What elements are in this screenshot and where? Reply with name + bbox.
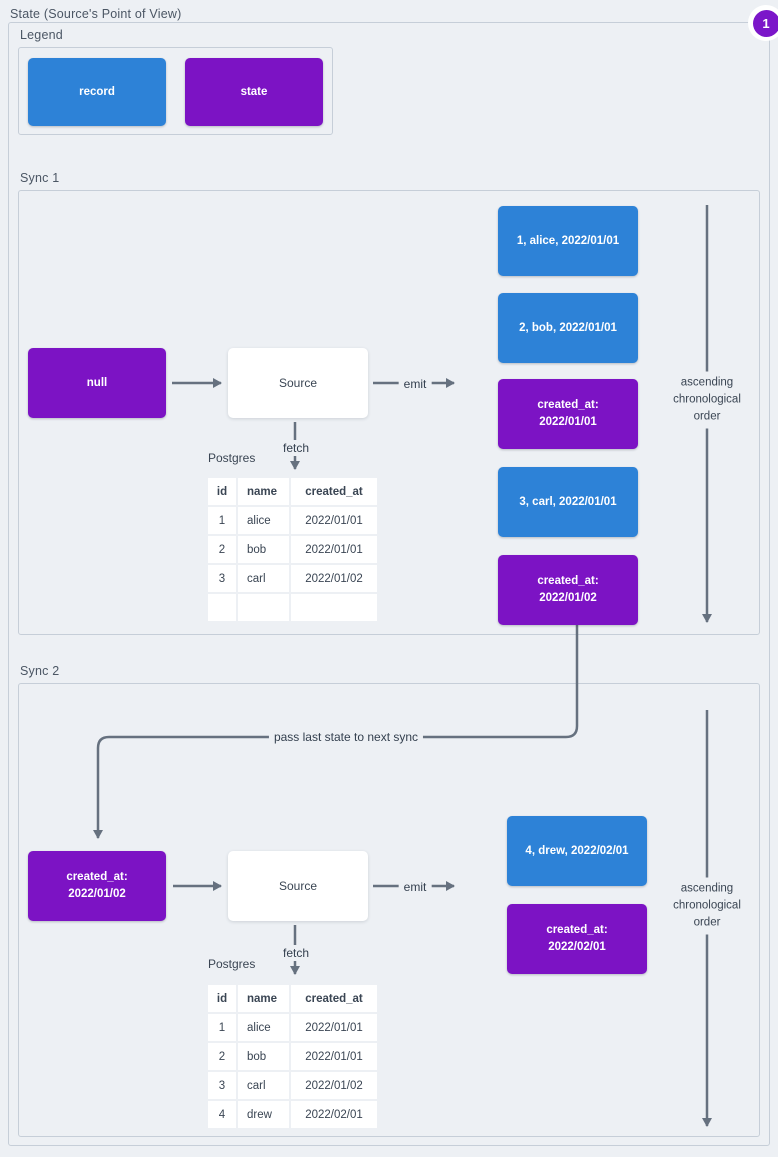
input-state-text-sync2: 2022/01/02 xyxy=(68,888,126,900)
record-text: 2, bob, 2022/01/01 xyxy=(519,321,617,334)
emit-label-sync1: emit xyxy=(398,376,432,392)
fetch-label-sync1: fetch xyxy=(277,440,315,456)
table-header-cell: name xyxy=(238,985,289,1012)
postgres-label-sync2: Postgres xyxy=(208,957,256,971)
record-box: 3, carl, 2022/01/01 xyxy=(498,467,638,537)
record-box: 1, alice, 2022/01/01 xyxy=(498,206,638,276)
input-state-box-sync2: created_at: 2022/01/02 xyxy=(28,851,166,921)
postgres-table-sync2: id name created_at 1 alice 2022/01/01 2 … xyxy=(208,985,377,1128)
ascending-order-note-sync1: ascending chronological order xyxy=(668,371,746,429)
source-box-sync2: Source xyxy=(228,851,368,921)
table-cell: 2022/02/01 xyxy=(291,1101,377,1128)
record-text: 3, carl, 2022/01/01 xyxy=(519,495,617,508)
state-box: created_at: 2022/01/02 xyxy=(498,555,638,625)
table-cell xyxy=(208,594,236,621)
input-state-text-sync2: created_at: xyxy=(66,871,128,883)
note-line: order xyxy=(693,410,721,423)
legend-record-swatch: record xyxy=(28,58,166,126)
note-line: ascending xyxy=(680,376,734,389)
table-cell: 2022/01/02 xyxy=(291,565,377,592)
table-cell: 3 xyxy=(208,565,236,592)
state-text: 2022/01/01 xyxy=(539,416,597,428)
outer-frame xyxy=(8,22,770,1146)
annotation-badge: 1 xyxy=(748,5,778,41)
source-box-sync1: Source xyxy=(228,348,368,418)
record-text: 1, alice, 2022/01/01 xyxy=(516,234,620,247)
note-line: chronological xyxy=(673,393,741,406)
record-box: 4, drew, 2022/02/01 xyxy=(507,816,647,886)
source-text-sync2: Source xyxy=(278,878,318,893)
page-title: State (Source's Point of View) xyxy=(10,7,182,21)
note-line: ascending xyxy=(680,882,734,895)
input-state-text-sync1: null xyxy=(86,376,108,389)
table-cell: 2022/01/01 xyxy=(291,1043,377,1070)
pass-state-label: pass last state to next sync xyxy=(268,729,424,745)
record-box: 2, bob, 2022/01/01 xyxy=(498,293,638,363)
fetch-label-sync2: fetch xyxy=(277,945,315,961)
table-cell: carl xyxy=(238,565,289,592)
state-box: created_at: 2022/01/01 xyxy=(498,379,638,449)
table-cell: 4 xyxy=(208,1101,236,1128)
table-cell: 3 xyxy=(208,1072,236,1099)
sync1-label: Sync 1 xyxy=(20,171,60,185)
table-cell: 2022/01/02 xyxy=(291,1072,377,1099)
table-cell xyxy=(291,594,377,621)
table-cell: 2022/01/01 xyxy=(291,1014,377,1041)
table-cell: bob xyxy=(238,1043,289,1070)
table-cell: alice xyxy=(238,1014,289,1041)
legend-label: Legend xyxy=(20,28,63,42)
table-header-cell: created_at xyxy=(291,478,377,505)
sync2-label: Sync 2 xyxy=(20,664,60,678)
note-line: chronological xyxy=(673,899,741,912)
state-text: created_at: xyxy=(537,575,599,587)
table-cell: 2 xyxy=(208,536,236,563)
state-text: 2022/01/02 xyxy=(539,592,597,604)
record-text: 4, drew, 2022/02/01 xyxy=(525,844,629,857)
table-header-cell: id xyxy=(208,985,236,1012)
postgres-table-sync1: id name created_at 1 alice 2022/01/01 2 … xyxy=(208,478,377,621)
table-cell: 2022/01/01 xyxy=(291,536,377,563)
table-cell: drew xyxy=(238,1101,289,1128)
legend-record-text: record xyxy=(79,85,115,98)
table-cell: alice xyxy=(238,507,289,534)
state-box: created_at: 2022/02/01 xyxy=(507,904,647,974)
source-text-sync1: Source xyxy=(278,375,318,390)
annotation-badge-number: 1 xyxy=(752,9,778,37)
table-cell: 2 xyxy=(208,1043,236,1070)
state-text: created_at: xyxy=(537,399,599,411)
ascending-order-note-sync2: ascending chronological order xyxy=(668,877,746,935)
table-header-cell: name xyxy=(238,478,289,505)
note-line: order xyxy=(693,916,721,929)
table-cell: 2022/01/01 xyxy=(291,507,377,534)
legend-frame xyxy=(18,47,333,135)
table-header-cell: id xyxy=(208,478,236,505)
state-text: 2022/02/01 xyxy=(548,941,606,953)
table-cell: 1 xyxy=(208,1014,236,1041)
legend-state-swatch: state xyxy=(185,58,323,126)
table-cell: carl xyxy=(238,1072,289,1099)
table-header-cell: created_at xyxy=(291,985,377,1012)
input-state-box-sync1: null xyxy=(28,348,166,418)
table-cell: bob xyxy=(238,536,289,563)
table-cell: 1 xyxy=(208,507,236,534)
emit-label-sync2: emit xyxy=(398,879,432,895)
legend-state-text: state xyxy=(240,85,268,98)
table-cell xyxy=(238,594,289,621)
postgres-label-sync1: Postgres xyxy=(208,451,256,465)
state-text: created_at: xyxy=(546,924,608,936)
